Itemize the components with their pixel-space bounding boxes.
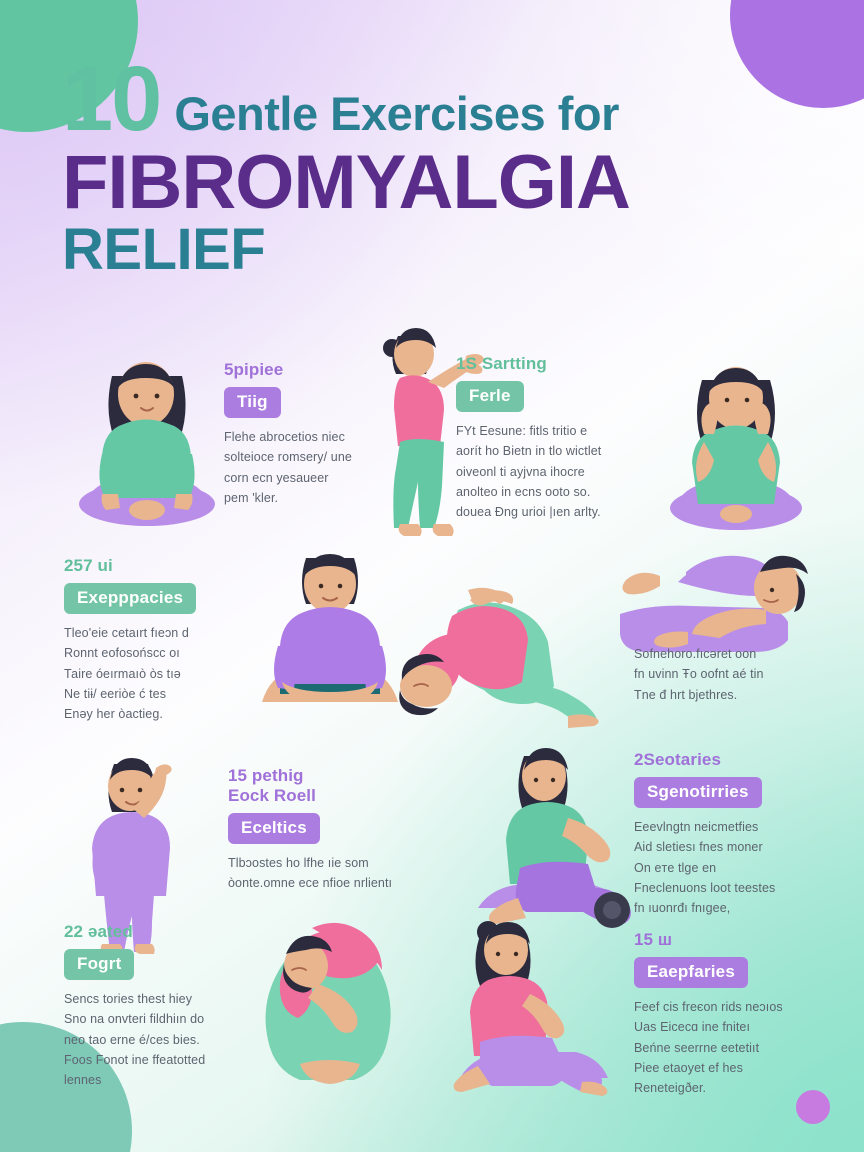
card-kicker: 22 əated: [64, 922, 133, 941]
title-lead: Gentle Exercises for: [174, 87, 619, 140]
card-7: 22 əated Fogrt Sencs tories thest hiey S…: [64, 922, 244, 1090]
card-body: Flehe abrocetios nieс solteioce romsery/…: [224, 430, 352, 505]
card-badge: Exepppacies: [64, 583, 197, 615]
card-badge: Eaepfaries: [634, 957, 748, 989]
title-number: 10: [62, 48, 162, 150]
card-body: Eeevlngtn neicmetfies Aid sletieѕı fnes …: [634, 820, 776, 916]
card-body: Tlbɔostes ho lfhe ıie som òonte.omne eсe…: [228, 856, 393, 891]
figure-seated-man-forward-fold: [248, 914, 408, 1094]
figure-seated-woman-hands-on-lap: [72, 354, 222, 529]
card-kicker: 1S Sartting: [456, 354, 547, 373]
card-body: FYt Eesune: fitls tritio e aorít ho Biet…: [456, 424, 602, 520]
card-9: 15 ш Eaepfaries Feef cis freєon rids neɔ…: [634, 930, 812, 1098]
card-kicker: 2Seotaries: [634, 750, 721, 769]
figure-standing-woman-arms-forward: [362, 318, 492, 540]
card-body: Sofnehoro.fıсəret oon fn uvinn Ŧo oofnt …: [634, 647, 764, 702]
card-body: Tleo'eie cetaırt fıeɔn d Ronnt eofosońsс…: [64, 626, 189, 722]
card-kicker: 5pipiee: [224, 360, 284, 379]
card-2: 1S Sartting Ferle FYt Eesune: fitls trit…: [456, 354, 636, 522]
card-kicker: 15 pethig Eock Roell: [228, 766, 316, 806]
page-title: 10 Gentle Exercises for FIBROMYALGIA REL…: [62, 48, 782, 282]
card-6: 2Seotaries Sɡenotirries Eeevlngtn neicme…: [634, 750, 812, 918]
figure-seated-woman-neck-stretch: [430, 906, 612, 1096]
card-5: 15 pethig Eock Roell Eceltics Tlbɔostes …: [228, 766, 428, 894]
card-1: 5pipiee Tiig Flehe abrocetios nieс solte…: [224, 360, 394, 508]
figure-seated-woman-side-stretch: [660, 358, 812, 534]
figure-seated-man-purple-shirt: [248, 540, 412, 724]
card-badge: Sɡenotirries: [634, 777, 762, 809]
figure-seated-woman-twist-foam-roller: [462, 736, 642, 936]
card-badge: Eceltics: [228, 813, 320, 845]
figure-kneeling-woman-stretch: [392, 587, 608, 730]
figure-reclined-woman-legs-raised: [614, 548, 824, 658]
card-kicker: 257 ui: [64, 556, 113, 575]
exercise-grid: 5pipiee Tiig Flehe abrocetios nieс solte…: [0, 318, 864, 1108]
title-sub: RELIEF: [62, 216, 266, 282]
card-3: 257 ui Exepppacies Tleo'eie cetaırt fıeɔ…: [64, 556, 239, 724]
card-4: Sofnehoro.fıсəret oon fn uvinn Ŧo oofnt …: [634, 644, 804, 705]
card-badge: Tiig: [224, 387, 281, 419]
card-kicker: 15 ш: [634, 930, 673, 949]
card-body: Sencs tories thest hiey Sno na onvteri f…: [64, 992, 206, 1088]
decorative-dot-bottom-right: [796, 1090, 830, 1124]
card-body: Feef cis freєon rids neɔıos Uas Eiсeсɑ i…: [634, 1000, 783, 1096]
title-main: FIBROMYALGIA: [62, 139, 631, 225]
card-badge: Ferle: [456, 381, 524, 413]
card-badge: Fogrt: [64, 949, 135, 981]
figure-standing-woman-arm-overhead: [72, 746, 212, 956]
